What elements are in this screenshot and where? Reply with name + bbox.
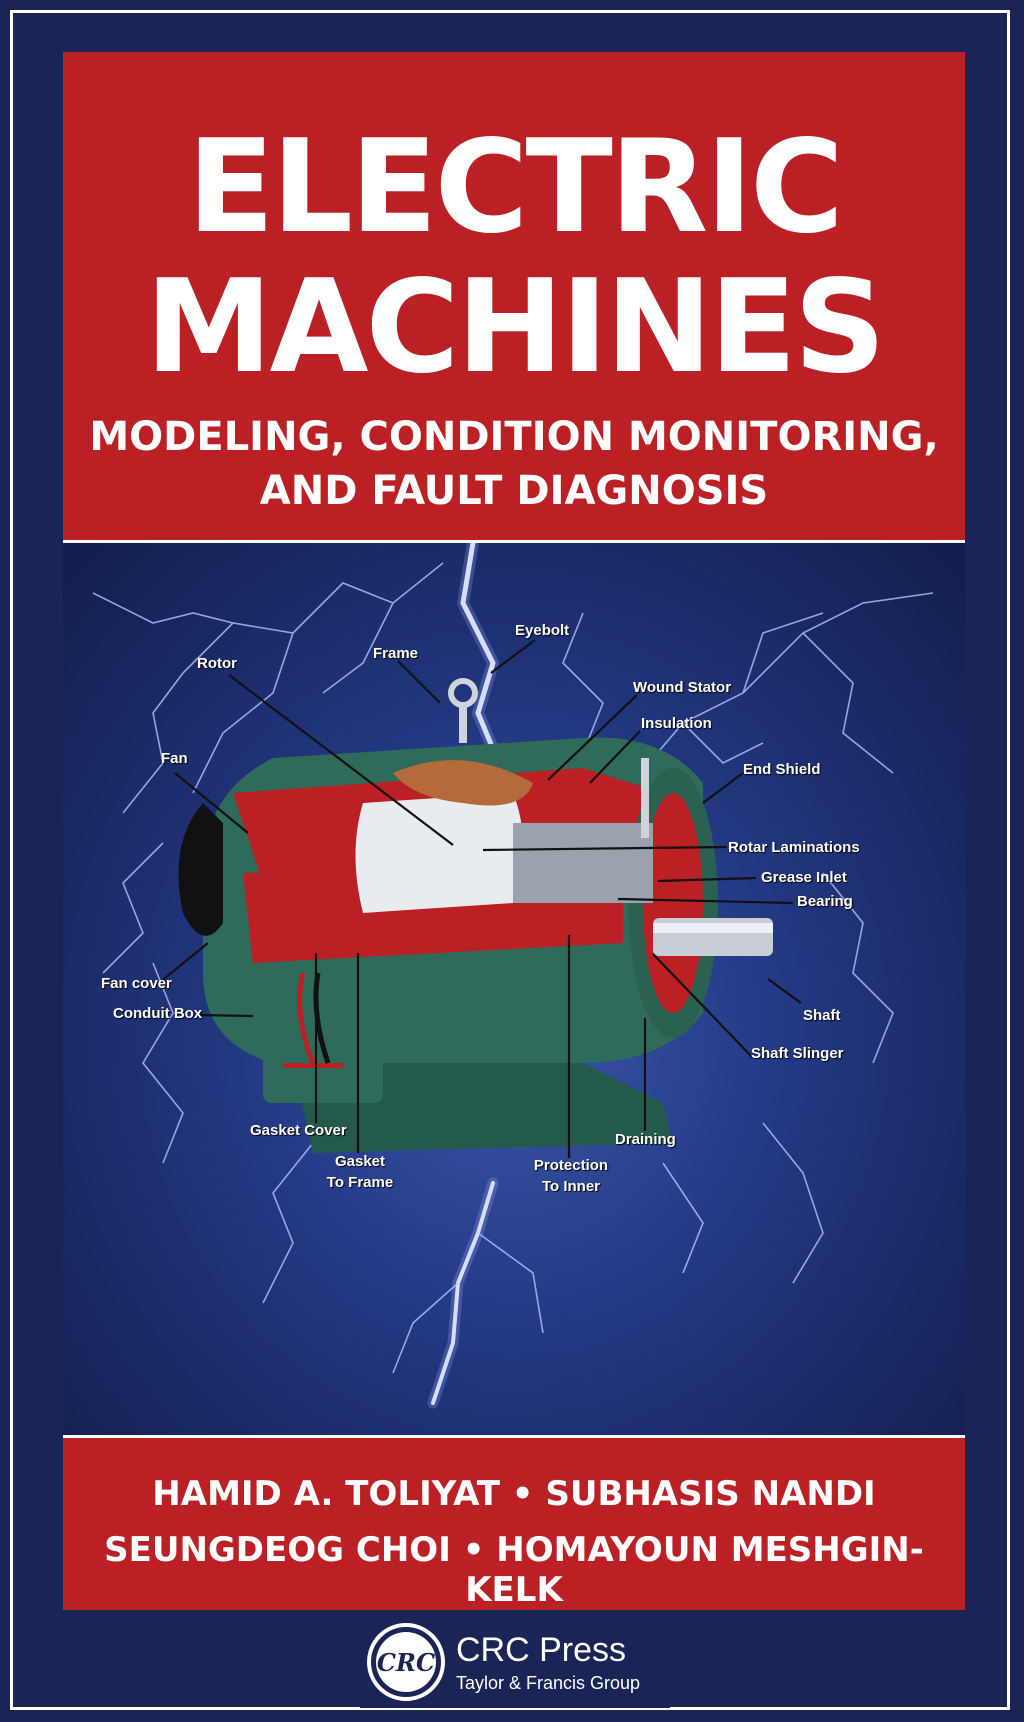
label-insulation: Insulation — [641, 715, 712, 732]
label-draining: Draining — [615, 1131, 676, 1148]
label-rotor: Rotor — [197, 655, 237, 672]
label-grease-inlet: Grease Inlet — [761, 869, 847, 886]
crc-logo-text: CRC — [377, 1648, 435, 1677]
label-protection-line-1: Protection — [533, 1157, 609, 1174]
label-gasket-cover: Gasket Cover — [250, 1122, 347, 1139]
label-end-shield: End Shield — [743, 761, 821, 778]
label-bearing: Bearing — [797, 893, 853, 910]
title-line-1: ELECTRIC — [187, 113, 844, 262]
title-line-2: MACHINES — [145, 253, 886, 402]
label-eyebolt: Eyebolt — [515, 622, 570, 639]
label-shaft: Shaft — [803, 1007, 841, 1024]
publisher-name: CRC Press — [456, 1631, 627, 1669]
author-panel: HAMID A. TOLIYAT • SUBHASIS NANDI SEUNGD… — [63, 1438, 965, 1610]
label-gasket-to-frame-line-1: Gasket — [334, 1153, 386, 1170]
label-shaft-slinger: Shaft Slinger — [751, 1045, 844, 1062]
title-panel: ELECTRIC MACHINES MODELING, CONDITION MO… — [63, 52, 965, 540]
label-wound-stator: Wound Stator — [633, 679, 732, 696]
subtitle-line-1: MODELING, CONDITION MONITORING, — [89, 414, 939, 460]
publisher-group: Taylor & Francis Group — [456, 1673, 641, 1693]
label-fan-cover: Fan cover — [101, 975, 172, 992]
motor-body — [178, 678, 773, 1153]
label-gasket-to-frame: Gasket To Frame — [325, 1151, 395, 1193]
label-gasket-to-frame-line-2: To Frame — [326, 1174, 394, 1191]
label-protection-line-2: To Inner — [541, 1178, 601, 1195]
authors-line-2: SEUNGDEOG CHOI • HOMAYOUN MESHGIN-KELK — [104, 1530, 924, 1610]
publisher-block: CRC CRC Press Taylor & Francis Group — [360, 1618, 670, 1708]
authors-line-1: HAMID A. TOLIYAT • SUBHASIS NANDI — [152, 1474, 876, 1514]
subtitle-line-2: AND FAULT DIAGNOSIS — [259, 468, 769, 514]
motor-drawing — [92, 543, 934, 1409]
label-protection-to-inner: Protection To Inner — [531, 1155, 611, 1197]
subtitle: MODELING, CONDITION MONITORING, AND FAUL… — [63, 410, 965, 518]
divider-bottom — [63, 1435, 965, 1438]
crc-logo-icon: CRC — [367, 1623, 445, 1701]
label-fan: Fan — [161, 750, 188, 767]
divider-top — [63, 540, 965, 543]
label-conduit-box: Conduit Box — [113, 1005, 203, 1022]
label-frame: Frame — [373, 645, 419, 662]
motor-illustration: Eyebolt Rotor Frame Wound Stator Insulat… — [63, 543, 965, 1435]
label-rotor-laminations: Rotar Laminations — [728, 839, 860, 856]
